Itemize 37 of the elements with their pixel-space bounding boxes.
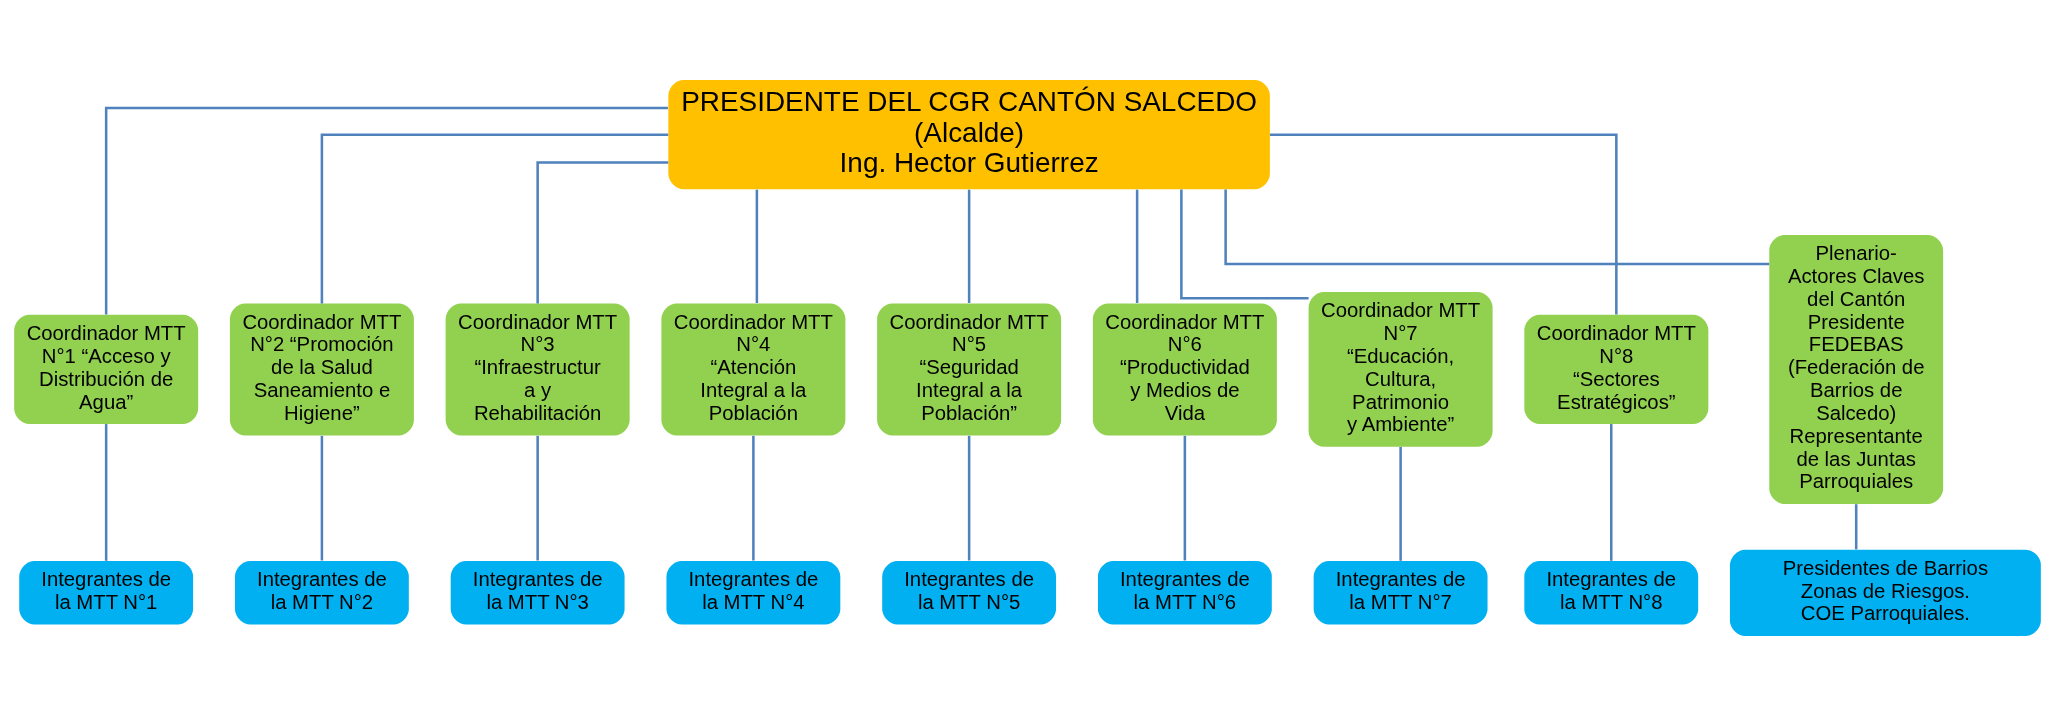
connector xyxy=(1610,423,1613,561)
node-box: Integrantes de la MTT N°6 xyxy=(1097,560,1272,624)
node-box: Integrantes de la MTT N°8 xyxy=(1524,560,1699,624)
node-box: Plenario- Actores Claves del Cantón Presidente FEDEBAS (Federación de Barrios de Salcedo) Representante de las Juntas Parroquiales xyxy=(1769,234,1944,504)
connector xyxy=(320,435,324,560)
connector xyxy=(1135,189,1139,303)
node-box: Integrantes de la MTT N°7 xyxy=(1313,560,1488,624)
node-box: Coordinador MTT N°4 “Atención Integral a la Población xyxy=(661,302,846,435)
node-box: Integrantes de la MTT N°2 xyxy=(234,560,409,624)
connector xyxy=(755,189,759,303)
connector xyxy=(1270,132,1618,314)
connector xyxy=(536,435,539,560)
node-box: Coordinador MTT N°7 “Educación, Cultura, Patrimonio y Ambiente” xyxy=(1308,291,1493,447)
node-box: Coordinador MTT N°5 “Seguridad Integral a la Población” xyxy=(877,302,1062,435)
node-box: Integrantes de la MTT N°3 xyxy=(450,560,625,624)
node-box: Integrantes de la MTT N°4 xyxy=(666,560,841,624)
connector xyxy=(1183,435,1187,560)
node-box: Integrantes de la MTT N°5 xyxy=(882,560,1057,624)
connector xyxy=(104,423,108,561)
node-box: Coordinador MTT N°8 “Sectores Estratégicos” xyxy=(1524,314,1709,424)
connector xyxy=(752,435,755,560)
connector xyxy=(1180,189,1309,300)
connector xyxy=(967,435,971,560)
node-box: Presidentes de Barrios Zonas de Riesgos. COE Parroquiales. xyxy=(1729,549,2041,636)
connector xyxy=(536,160,669,303)
node-box: Coordinador MTT N°3 “Infraestructur a y Rehabilitación xyxy=(445,302,630,435)
node-box: Integrantes de la MTT N°1 xyxy=(19,560,194,624)
connector xyxy=(104,106,668,315)
node-box: Coordinador MTT N°6 “Productividad y Medios de Vida xyxy=(1092,302,1277,435)
connector xyxy=(967,189,971,303)
node-box: Coordinador MTT N°2 “Promoción de la Salud Saneamiento e Higiene” xyxy=(229,302,414,435)
connector xyxy=(1224,189,1770,265)
connector xyxy=(1399,446,1402,561)
connector xyxy=(1854,503,1858,549)
node-box: PRESIDENTE DEL CGR CANTÓN SALCEDO (Alcalde) Ing. Hector Gutierrez xyxy=(668,79,1270,189)
connector xyxy=(320,132,669,303)
node-box: Coordinador MTT N°1 “Acceso y Distribución de Agua” xyxy=(14,314,199,424)
